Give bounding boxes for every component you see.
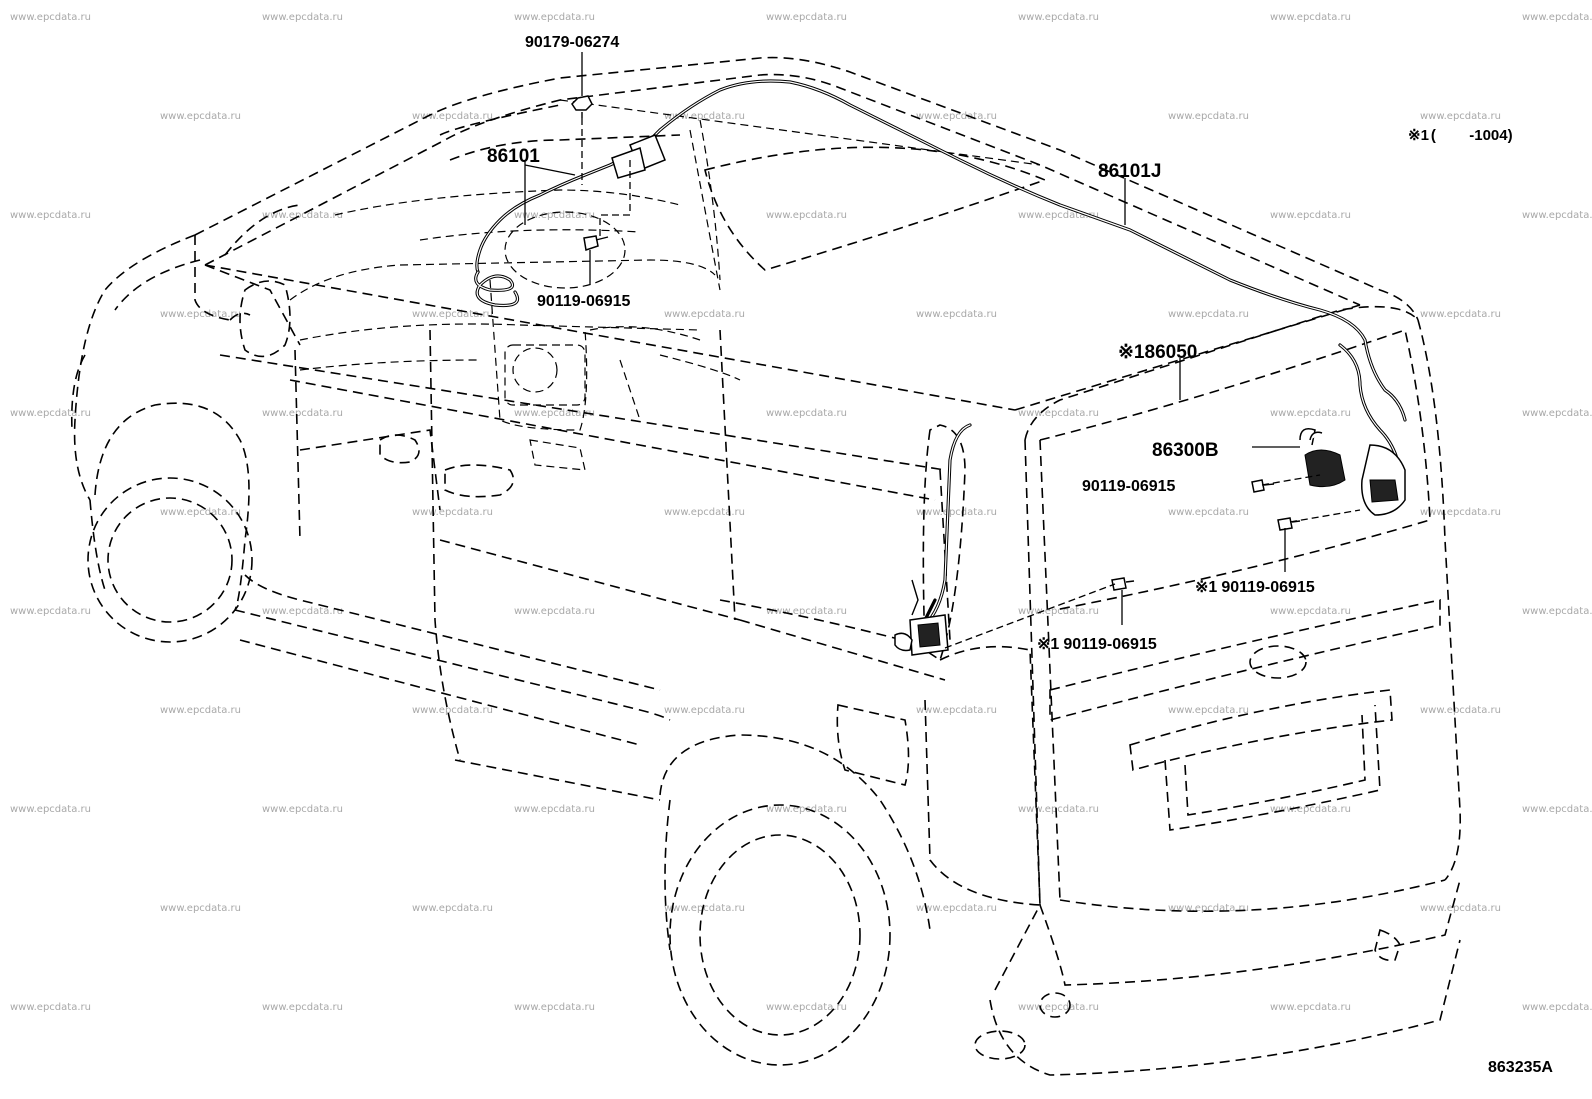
watermark-text: www.epcdata.ru	[160, 309, 241, 320]
watermark-text: www.epcdata.ru	[1420, 705, 1501, 716]
watermark-text: www.epcdata.ru	[262, 408, 343, 419]
watermark-text: www.epcdata.ru	[916, 705, 997, 716]
watermark-text: www.epcdata.ru	[1270, 1002, 1351, 1013]
watermark-grid: www.epcdata.ru www.epcdata.ru www.epcdata.…	[10, 12, 1592, 1013]
watermark-text: www.epcdata.ru	[262, 1002, 343, 1013]
watermark-text: www.epcdata.ru	[412, 705, 493, 716]
bolt-icon	[1251, 479, 1265, 493]
watermark-text: www.epcdata.ru	[262, 804, 343, 815]
watermark-text: www.epcdata.ru	[1522, 1002, 1592, 1013]
watermark-text: www.epcdata.ru	[160, 705, 241, 716]
watermark-text: www.epcdata.ru	[766, 606, 847, 617]
watermark-text: www.epcdata.ru	[1420, 507, 1501, 518]
watermark-text: www.epcdata.ru	[1522, 210, 1592, 221]
watermark-text: www.epcdata.ru	[514, 210, 595, 221]
fasteners	[571, 95, 1301, 591]
watermark-text: www.epcdata.ru	[766, 408, 847, 419]
nut-icon	[571, 95, 593, 111]
watermark-text: www.epcdata.ru	[1168, 111, 1249, 122]
antenna-cord-86101J	[611, 79, 1407, 422]
watermark-text: www.epcdata.ru	[10, 1002, 91, 1013]
watermark-text: www.epcdata.ru	[1018, 804, 1099, 815]
watermark-text: www.epcdata.ru	[514, 1002, 595, 1013]
antenna-connector-lower	[894, 579, 949, 656]
antenna-cord-86050	[920, 343, 1402, 647]
watermark-text: www.epcdata.ru	[1522, 606, 1592, 617]
callout-86050: ※186050	[1118, 342, 1197, 363]
watermark-text: www.epcdata.ru	[262, 606, 343, 617]
watermark-text: www.epcdata.ru	[664, 705, 745, 716]
watermark-text: www.epcdata.ru	[514, 804, 595, 815]
watermark-text: www.epcdata.ru	[1420, 309, 1501, 320]
applicability-note: ※1( -1004)	[1408, 127, 1513, 144]
watermark-text: www.epcdata.ru	[160, 111, 241, 122]
watermark-text: www.epcdata.ru	[1522, 12, 1592, 23]
callout-90179-06274: 90179-06274	[525, 34, 619, 51]
watermark-text: www.epcdata.ru	[10, 12, 91, 23]
watermark-text: www.epcdata.ru	[1168, 705, 1249, 716]
callout-labels: 90179-06274 86101 90119-06915 86101J ※18…	[487, 34, 1553, 1076]
watermark-text: www.epcdata.ru	[916, 903, 997, 914]
watermark-text: www.epcdata.ru	[766, 210, 847, 221]
watermark-text: www.epcdata.ru	[1018, 606, 1099, 617]
watermark-text: www.epcdata.ru	[916, 507, 997, 518]
watermark-text: www.epcdata.ru	[262, 12, 343, 23]
watermark-text: www.epcdata.ru	[10, 408, 91, 419]
watermark-text: www.epcdata.ru	[1018, 1002, 1099, 1013]
watermark-text: www.epcdata.ru	[412, 903, 493, 914]
watermark-text: www.epcdata.ru	[1018, 12, 1099, 23]
bolt-icon	[1277, 517, 1293, 531]
watermark-text: www.epcdata.ru	[916, 111, 997, 122]
watermark-text: www.epcdata.ru	[514, 408, 595, 419]
watermark-text: www.epcdata.ru	[1270, 606, 1351, 617]
antenna-cord-86101	[474, 148, 642, 308]
watermark-text: www.epcdata.ru	[1270, 804, 1351, 815]
watermark-text: www.epcdata.ru	[766, 1002, 847, 1013]
callout-90119-06915-dash: 90119-06915	[537, 293, 631, 310]
watermark-text: www.epcdata.ru	[514, 12, 595, 23]
watermark-text: www.epcdata.ru	[10, 210, 91, 221]
watermark-text: www.epcdata.ru	[514, 606, 595, 617]
callout-90119-06915-amp: 90119-06915	[1082, 478, 1176, 495]
bolt-icon	[583, 235, 599, 251]
watermark-text: www.epcdata.ru	[1018, 210, 1099, 221]
watermark-text: www.epcdata.ru	[1522, 408, 1592, 419]
callout-86101j: 86101J	[1098, 161, 1161, 182]
watermark-text: www.epcdata.ru	[1168, 507, 1249, 518]
watermark-text: www.epcdata.ru	[664, 111, 745, 122]
watermark-text: www.epcdata.ru	[1270, 408, 1351, 419]
watermark-text: www.epcdata.ru	[10, 606, 91, 617]
watermark-text: www.epcdata.ru	[1522, 804, 1592, 815]
watermark-text: www.epcdata.ru	[412, 309, 493, 320]
watermark-text: www.epcdata.ru	[766, 12, 847, 23]
watermark-text: www.epcdata.ru	[262, 210, 343, 221]
callout-86300b: 86300B	[1152, 440, 1219, 461]
watermark-text: www.epcdata.ru	[1420, 111, 1501, 122]
figure-code: 863235A	[1488, 1059, 1553, 1076]
watermark-text: www.epcdata.ru	[1270, 210, 1351, 221]
watermark-text: www.epcdata.ru	[664, 309, 745, 320]
callout-86101: 86101	[487, 146, 540, 167]
vehicle-outline	[70, 56, 1462, 1076]
watermark-text: www.epcdata.ru	[1168, 903, 1249, 914]
watermark-text: www.epcdata.ru	[412, 507, 493, 518]
watermark-text: www.epcdata.ru	[1168, 309, 1249, 320]
antenna-amplifier-86300b	[1299, 428, 1406, 516]
watermark-text: www.epcdata.ru	[160, 507, 241, 518]
watermark-text: www.epcdata.ru	[664, 903, 745, 914]
watermark-text: www.epcdata.ru	[10, 804, 91, 815]
watermark-text: www.epcdata.ru	[1018, 408, 1099, 419]
watermark-text: www.epcdata.ru	[1420, 903, 1501, 914]
watermark-text: www.epcdata.ru	[160, 903, 241, 914]
bolt-icon	[1111, 577, 1127, 591]
leader-lines	[524, 52, 1361, 649]
watermark-text: www.epcdata.ru	[412, 111, 493, 122]
watermark-text: www.epcdata.ru	[664, 507, 745, 518]
watermark-text: www.epcdata.ru	[1270, 12, 1351, 23]
watermark-text: www.epcdata.ru	[916, 309, 997, 320]
